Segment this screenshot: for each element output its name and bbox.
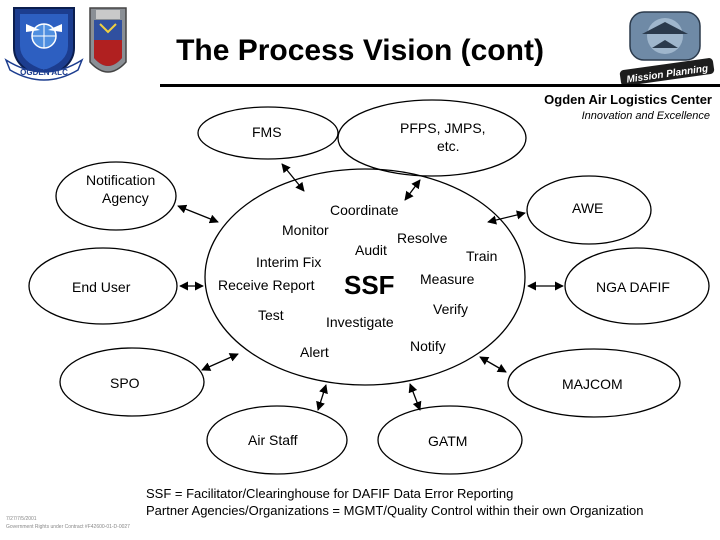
edge-air-staff <box>316 384 328 411</box>
label-fms: FMS <box>252 124 282 140</box>
ogden-logo-text: OGDEN ALC <box>20 68 68 77</box>
label-majcom: MAJCOM <box>562 376 623 392</box>
activity-audit: Audit <box>355 242 387 258</box>
footer-line-1: SSF = Facilitator/Clearinghouse for DAFI… <box>146 486 514 501</box>
activity-coordinate: Coordinate <box>330 202 399 218</box>
label-gatm: GATM <box>428 433 468 449</box>
label-notification: Notification <box>86 172 156 188</box>
ogden-alc-logo: OGDEN ALC <box>4 7 84 81</box>
page-title: The Process Vision (cont) <box>176 34 544 67</box>
label-pfps: PFPS, JMPS, <box>400 120 486 136</box>
node-nga <box>564 247 710 325</box>
node-fms <box>197 106 339 160</box>
node-pfps <box>337 99 527 177</box>
label-spo: SPO <box>110 375 140 391</box>
activity-notify: Notify <box>410 338 446 354</box>
edge-majcom <box>479 356 507 373</box>
label-notification-2: Agency <box>102 190 149 206</box>
label-air-staff: Air Staff <box>248 432 298 448</box>
center-ellipse <box>204 168 526 386</box>
node-awe <box>526 175 652 245</box>
node-end-user <box>28 247 178 325</box>
label-pfps-2: etc. <box>437 138 460 154</box>
node-gatm <box>377 405 523 475</box>
label-nga: NGA DAFIF <box>596 279 670 295</box>
footer-fine-2: Government Rights under Contract #F42600… <box>6 524 130 530</box>
node-notification <box>55 161 177 231</box>
activity-resolve: Resolve <box>397 230 448 246</box>
activity-measure: Measure <box>420 271 475 287</box>
node-majcom <box>507 348 681 418</box>
activity-train: Train <box>466 248 498 264</box>
patch-logo <box>89 7 127 73</box>
activity-receive-report: Receive Report <box>218 277 315 293</box>
node-air-staff <box>206 405 348 475</box>
footer-line-2: Partner Agencies/Organizations = MGMT/Qu… <box>146 503 644 518</box>
mission-planning-logo: Mission Planning <box>619 11 715 86</box>
title-divider <box>160 84 720 87</box>
edge-spo <box>201 353 239 371</box>
edge-gatm <box>408 383 422 411</box>
activity-test: Test <box>258 307 284 323</box>
node-spo <box>59 347 205 417</box>
activity-verify: Verify <box>433 301 469 317</box>
edge-awe <box>487 210 526 225</box>
activity-interim-fix: Interim Fix <box>256 254 322 270</box>
activity-alert: Alert <box>300 344 329 360</box>
edge-fms <box>281 163 305 192</box>
label-end-user: End User <box>72 279 131 295</box>
ssf-label: SSF <box>344 270 395 300</box>
edge-pfps <box>404 179 421 201</box>
label-awe: AWE <box>572 200 604 216</box>
activity-monitor: Monitor <box>282 222 329 238</box>
org-tagline: Innovation and Excellence <box>581 110 710 122</box>
activity-investigate: Investigate <box>326 314 394 330</box>
org-name: Ogden Air Logistics Center <box>544 92 712 107</box>
edge-notification <box>177 204 219 224</box>
footer-fine-1: 7/27/7/5/2001 <box>6 516 37 522</box>
